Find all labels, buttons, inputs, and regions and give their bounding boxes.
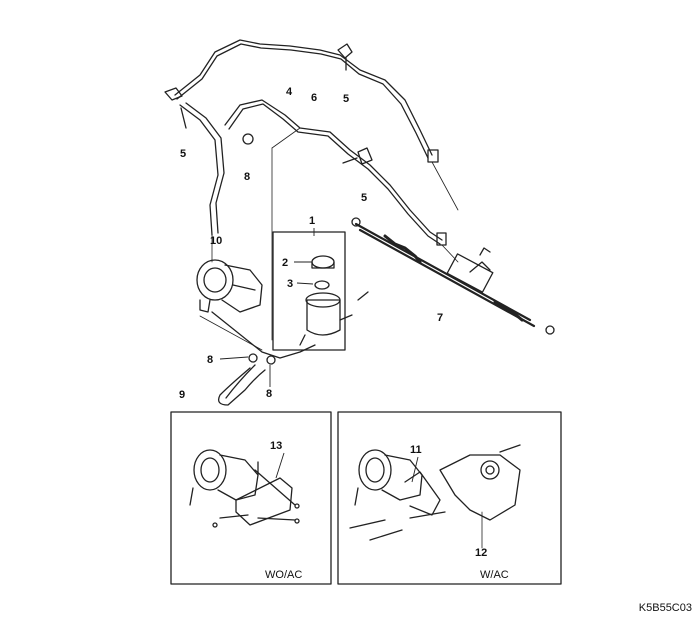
- callout-2: 2: [282, 257, 288, 269]
- pressure-pipe: [174, 39, 439, 163]
- reservoir-box-frame: [272, 231, 346, 351]
- return-hose: [224, 99, 447, 246]
- callout-11: 11: [410, 444, 422, 456]
- callout-8-left: 8: [207, 354, 213, 366]
- clip-mid: [342, 147, 373, 165]
- hose-clamp-right: [266, 355, 276, 365]
- callout-3: 3: [287, 278, 293, 290]
- panel-w-ac-frame: [337, 411, 562, 585]
- clip-top: [337, 43, 353, 71]
- callout-5-top: 5: [343, 93, 349, 105]
- hose-clamp-left: [248, 353, 258, 363]
- hose-clamp-upper: [242, 133, 254, 145]
- callout-4: 4: [286, 86, 293, 98]
- callout-1: 1: [309, 215, 315, 227]
- callout-5-mid: 5: [361, 192, 367, 204]
- callout-12: 12: [475, 547, 487, 559]
- reservoir: [299, 255, 369, 346]
- callout-8-top: 8: [244, 171, 250, 183]
- power-steering-pump: [196, 259, 263, 313]
- callout-13: 13: [270, 440, 282, 452]
- callout-9: 9: [179, 389, 185, 401]
- pump-wo-ac: [189, 449, 300, 528]
- panel-wo-ac-frame: [170, 411, 332, 585]
- suction-hose: [211, 311, 316, 406]
- panel-label-w-ac: W/AC: [480, 569, 509, 581]
- figure-code: K5B55C03: [638, 602, 692, 614]
- callout-5-left: 5: [180, 148, 186, 160]
- clip-left: [164, 87, 187, 129]
- callout-10: 10: [210, 235, 222, 247]
- callout-8-bottom: 8: [266, 388, 272, 400]
- panel-label-wo-ac: WO/AC: [265, 569, 302, 581]
- callout-7: 7: [437, 312, 443, 324]
- pump-feed-hose: [179, 102, 225, 236]
- steering-rack: [351, 217, 555, 335]
- callout-6: 6: [311, 92, 317, 104]
- pump-w-ac: [349, 444, 521, 549]
